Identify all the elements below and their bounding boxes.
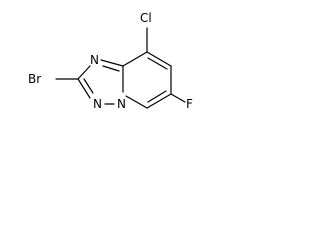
bond-c8-c7: [146, 51, 172, 67]
bond-c5-n4: [125, 95, 148, 109]
atom-nitrogen-bridgehead: N: [117, 97, 126, 111]
bond-n1-c2: [77, 65, 91, 80]
atom-bromine: Br: [28, 72, 41, 86]
atom-fluorine: F: [186, 97, 193, 111]
molecule-structure: Cl Br F N N N: [28, 11, 193, 111]
atom-nitrogen-n3: N: [93, 97, 102, 111]
bond-c8a-n1-inner: [102, 65, 120, 72]
bond-c2-n3: [77, 78, 91, 99]
bond-layer: [55, 27, 186, 109]
bond-c6-f: [170, 93, 186, 103]
bond-c8-c7-inner: [147, 57, 168, 70]
bond-c8a-n1: [100, 59, 124, 67]
atom-chlorine: Cl: [140, 11, 152, 25]
bond-c6-c5: [146, 93, 172, 109]
bond-c8a-c8: [122, 51, 148, 67]
atom-nitrogen-n1: N: [90, 53, 99, 67]
atom-labels: Cl Br F N N N: [28, 11, 193, 111]
bond-c6-c5-inner: [147, 90, 167, 103]
bond-c2-n3-inner: [83, 78, 94, 94]
